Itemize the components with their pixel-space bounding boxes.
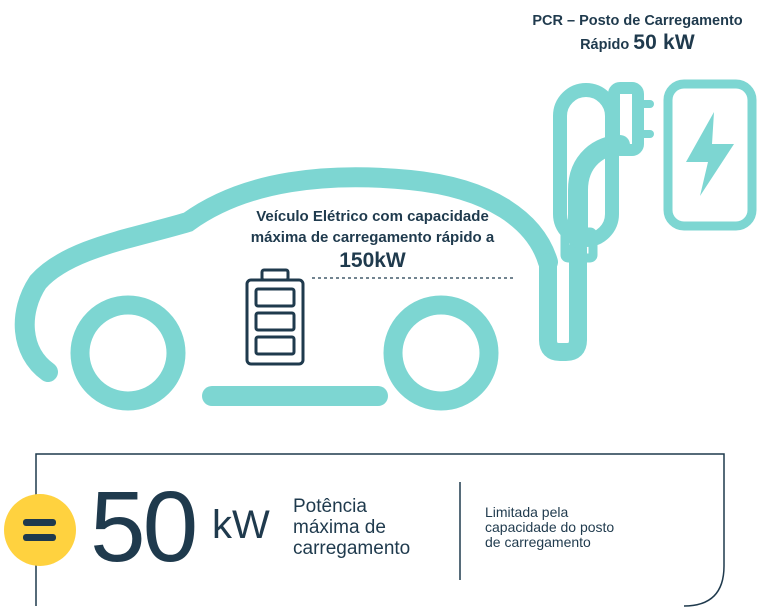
station-power: 50 kW — [633, 31, 695, 54]
rear-wheel — [383, 295, 499, 411]
battery-icon — [245, 268, 305, 366]
equals-icon — [4, 494, 76, 566]
max-power-unit: kW — [212, 503, 270, 547]
charging-station-box — [663, 79, 757, 231]
station-power-line: Rápido 50 kW — [505, 32, 761, 56]
limit-label: Limitada pela capacidade do posto de car… — [485, 505, 675, 550]
vehicle-power: 150kW — [339, 249, 406, 272]
vehicle-line-2: máxima de carregamento rápido a — [250, 229, 495, 246]
front-wheel — [70, 295, 186, 411]
connector-collar — [560, 227, 598, 263]
max-power-value: 50 — [90, 471, 198, 583]
vehicle-caption: Veículo Elétrico com capacidade máxima d… — [235, 206, 510, 274]
max-power-label-line-3: carregamento — [293, 538, 411, 559]
summary-panel — [35, 453, 725, 607]
limit-label-line-2: capacidade do posto — [485, 519, 615, 535]
car-body-outline — [14, 167, 558, 382]
connector-head — [608, 82, 644, 156]
max-power-label: Potência máxima de carregamento — [293, 496, 453, 559]
max-power-label-line-1: Potência — [293, 496, 367, 517]
charging-cable — [539, 239, 587, 361]
station-label-cont: Rápido — [580, 37, 630, 53]
lightning-bolt-icon — [686, 112, 734, 196]
station-label: PCR – Posto de Carregamento — [532, 13, 743, 29]
limit-label-line-1: Limitada pela — [485, 504, 569, 520]
equals-bar-top — [23, 519, 56, 526]
equals-bar-bottom — [23, 534, 56, 541]
vehicle-line-1: Veículo Elétrico com capacidade — [256, 208, 489, 225]
connector-handle — [553, 83, 619, 247]
limit-label-line-3: de carregamento — [485, 534, 591, 550]
station-caption: PCR – Posto de Carregamento Rápido 50 kW — [505, 10, 761, 56]
max-power-label-line-2: máxima de — [293, 517, 386, 538]
